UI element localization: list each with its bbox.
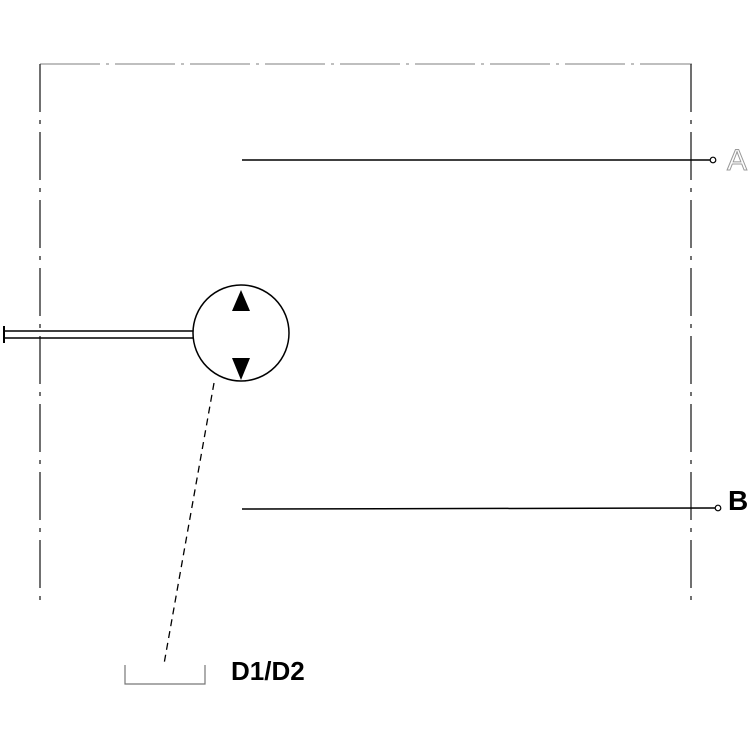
port-b-line-group [241,504,722,512]
housing-enclosure [39,63,692,604]
drain-line [163,382,215,665]
pump-motor-circle [192,284,290,382]
triangle-down-icon [232,358,250,380]
pump-motor-symbol [192,284,290,382]
triangle-up-icon [232,290,250,311]
drive-shaft [3,326,196,343]
drain-port-box [124,665,206,685]
port-a-terminal [709,156,717,164]
port-b-label: B [728,485,749,516]
port-b-line [241,507,716,510]
port-a-label: A [726,144,748,177]
port-a-line-group [242,156,717,164]
drain-port-label: D1/D2 [231,656,305,686]
port-b-terminal [714,504,722,512]
